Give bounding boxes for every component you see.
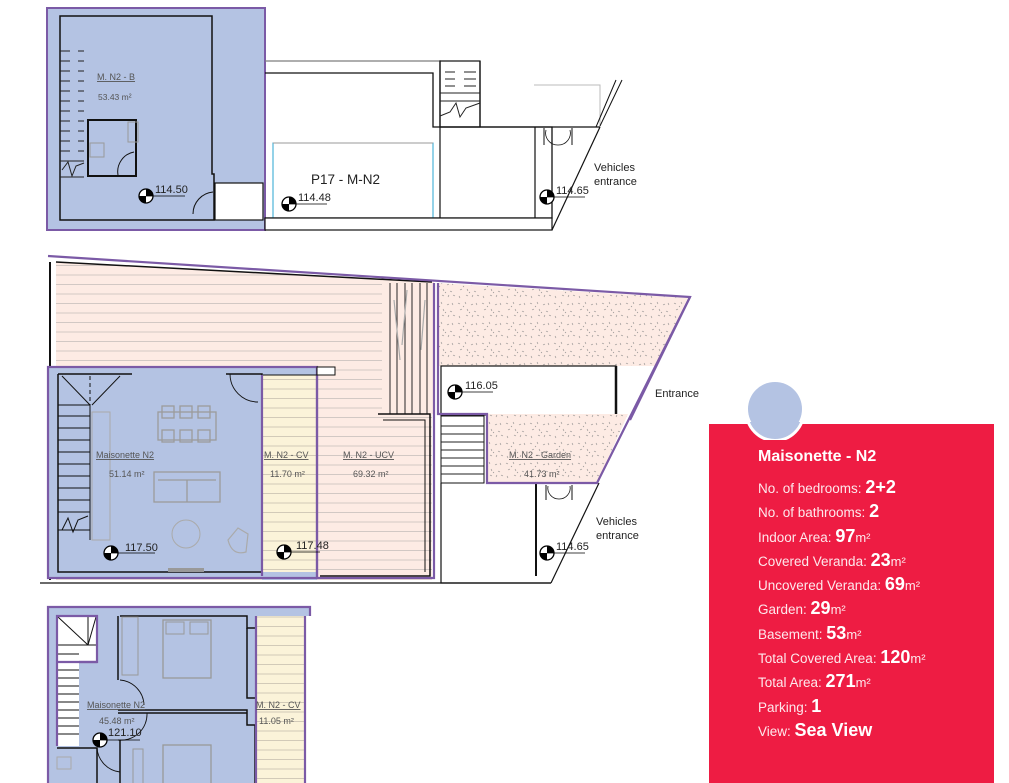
first-floor-plan: Maisonette N2 45.48 m² 121.10 M. N2 - CV… [46, 605, 312, 783]
basement-vehicles-entrance-line2: entrance [594, 176, 637, 188]
spec-bathrooms: No. of bathrooms: 2 [758, 501, 880, 522]
basement-vehicles-elevation: 114.65 [556, 185, 589, 197]
ground-cv-label: M. N2 - CV [264, 450, 309, 460]
elevation-marker-icon [447, 384, 493, 400]
elevation-marker-icon [138, 188, 185, 204]
spec-basement: Basement: 53m² [758, 622, 862, 643]
spec-total-covered-area: Total Covered Area: 120m² [758, 647, 926, 668]
spec-view: View: Sea View [758, 719, 873, 740]
spec-garden: Garden: 29m² [758, 598, 846, 619]
spec-total-area: Total Area: 271m² [758, 671, 871, 692]
elevation-marker-icon [281, 196, 327, 212]
armchair-icon [227, 527, 249, 554]
entrance-elevation: 116.05 [465, 380, 498, 392]
ground-living-label: Maisonette N2 [96, 450, 154, 460]
first-cv-area: 11.05 m² [259, 716, 294, 726]
ground-ucv-area: 69.32 m² [353, 469, 389, 479]
parking-elevation: 114.48 [298, 192, 331, 204]
spec-indoor-area: Indoor Area: 97m² [758, 525, 871, 546]
ground-floor-plan: Maisonette N2 51.14 m² M. N2 - CV 11.70 … [40, 254, 699, 584]
dining-table-icon [157, 405, 217, 443]
ground-living-elevation: 117.50 [125, 542, 158, 554]
elevation-marker-icon [92, 732, 140, 748]
spec-parking: Parking: 1 [758, 695, 822, 716]
ground-vehicles-elevation: 114.65 [556, 541, 589, 553]
first-living-elevation: 121.10 [108, 727, 142, 739]
spec-covered-veranda: Covered Veranda: 23m² [758, 549, 906, 570]
ground-garden-label: M. N2 - Garden [509, 450, 571, 460]
sofa-icon [153, 471, 221, 503]
first-living-area: 45.48 m² [99, 716, 135, 726]
ground-garden-area: 41.73 m² [524, 469, 560, 479]
elevation-marker-icon [539, 545, 585, 561]
property-info-card: Maisonette - N2 No. of bedrooms: 2+2 No.… [709, 424, 994, 783]
first-cv-label: M. N2 - CV [256, 700, 301, 710]
card-specs-list: No. of bedrooms: 2+2 No. of bathrooms: 2… [758, 476, 926, 743]
basement-room-area: 53.43 m² [98, 92, 132, 102]
spec-uncovered-veranda: Uncovered Veranda: 69m² [758, 574, 921, 595]
basement-plan: M. N2 - B 53.43 m² 114.50 [46, 7, 637, 231]
card-title: Maisonette - N2 [758, 448, 877, 465]
ground-vehicles-entrance-line1: Vehicles [596, 516, 637, 528]
basement-room-label: M. N2 - B [97, 72, 135, 82]
elevation-marker-icon [276, 544, 320, 560]
ground-cv-elevation: 117.48 [296, 540, 329, 552]
parking-label: P17 - M-N2 [311, 172, 380, 187]
ground-vehicles-entrance-line2: entrance [596, 530, 639, 542]
ground-ucv-label: M. N2 - UCV [343, 450, 394, 460]
elevation-marker-icon [103, 545, 155, 561]
unit-color-swatch-icon [748, 382, 802, 436]
bed-icon [162, 619, 212, 679]
basement-vehicles-entrance-line1: Vehicles [594, 162, 635, 174]
spec-bedrooms: No. of bedrooms: 2+2 [758, 477, 896, 497]
basement-elevation: 114.50 [155, 184, 188, 196]
coffee-table-icon [171, 519, 201, 549]
bed-icon [162, 744, 212, 783]
elevation-marker-icon [539, 189, 585, 205]
ground-living-area: 51.14 m² [109, 469, 145, 479]
first-living-label: Maisonette N2 [87, 700, 145, 710]
entrance-label: Entrance [655, 388, 699, 400]
ground-cv-area: 11.70 m² [270, 469, 305, 479]
